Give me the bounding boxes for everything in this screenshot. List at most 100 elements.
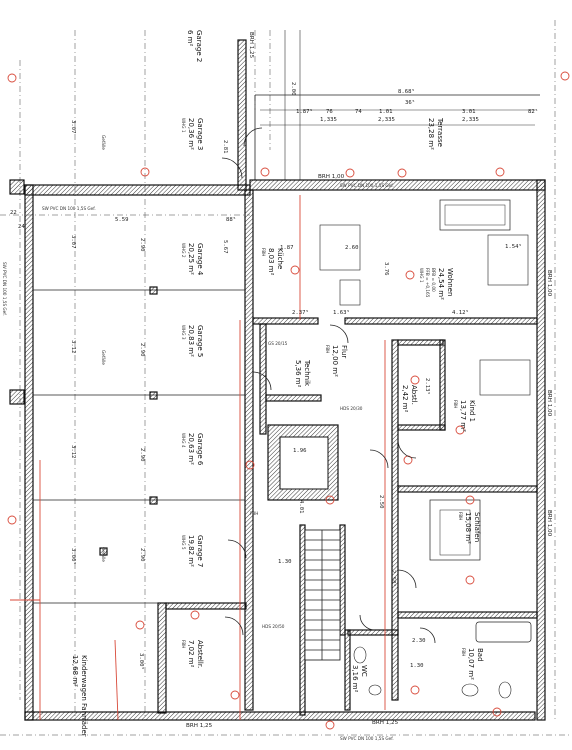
dim-24: 24 [18, 224, 25, 230]
dim-237: 2.37⁵ [292, 309, 309, 316]
dim-260: 2.60 [345, 245, 358, 251]
fbh-corridor: FBH [250, 511, 258, 516]
bath-name: Bad [476, 648, 484, 662]
dimensions: 8.68⁵ 2.00 1.87⁵ 76 74 1.01 36⁵ 3.01 82⁵… [10, 82, 538, 670]
garage5-whg: WHG 3 [181, 325, 186, 340]
dim-187: 1.87⁵ [296, 108, 313, 115]
dim-213: 2.13⁵ [424, 378, 431, 395]
dim-401: 4.01 [298, 500, 304, 513]
dim-22: 22 [10, 210, 17, 216]
dim-154: 1.54⁵ [505, 243, 522, 250]
dim-307b: 3.07 [70, 235, 76, 248]
garage4-name: Garage 4 [196, 243, 204, 276]
dim-2335b: 2,335 [462, 117, 479, 123]
garage7-area: 19,82 m² [187, 535, 195, 567]
living-name: Wohnen [446, 268, 454, 296]
pvc-side: SW PVC DN 100 1,5S Gef. [2, 262, 7, 316]
garage-partitions [9, 179, 245, 604]
corridor-name: Flur [340, 345, 348, 358]
storage2-area: 7,02 m² [187, 640, 195, 668]
dim-187b: 1.87 [280, 245, 293, 251]
dim-307: 3.07 [70, 120, 76, 133]
dim-1335: 1,335 [320, 117, 337, 123]
electrical-symbols [7, 71, 570, 730]
dim-258: 2.58⁵ [390, 570, 397, 587]
dim-312b: 3.12 [70, 445, 76, 458]
garage3-area: 20,36 m² [187, 118, 195, 150]
sleep-area: 15,08 m² [464, 512, 472, 544]
brh-top: BRH 1,00 [318, 174, 345, 180]
dim-365: 36⁵ [405, 99, 415, 106]
dim-130: 1.30 [278, 559, 291, 565]
shaft-3: HDS 20/50 [262, 624, 285, 629]
brh-right-1: BRH 1,00 [546, 270, 552, 297]
living-l3: WHG 1 [419, 268, 424, 283]
pvc-top: SW PVC DN 100 1,5S Gef. [340, 183, 394, 188]
shaft-2: HDS 20/30 [340, 406, 363, 411]
garage2-area: 6 m² [186, 30, 194, 46]
dim-567: 5.67 [222, 240, 228, 253]
storage2-floor: FBH [181, 640, 186, 648]
dim-74: 74 [355, 109, 362, 115]
garage6-whg: WHG 4 [181, 433, 186, 448]
kitchen-name: Küche [276, 248, 284, 269]
bath-floor: FBH [461, 648, 466, 656]
garage7-name: Garage 7 [196, 535, 204, 567]
brh-right-3: BRH 1,00 [546, 510, 552, 537]
dim-412: 4.12⁵ [452, 309, 469, 316]
living-area: 24,54 m² [437, 268, 445, 300]
shaft-1: GS 20/15 [268, 341, 288, 346]
wc-name: WC [360, 665, 368, 677]
living-l2: FFB = +0,165 [425, 268, 430, 298]
garage6-area: 20,63 m² [187, 433, 195, 465]
corridor-floor: FBH [325, 345, 330, 353]
garage5-area: 20,83 m² [187, 325, 195, 357]
dim-300: 3.00⁵ [70, 548, 77, 565]
dim-290b: 2.90 [139, 343, 145, 356]
dim-130b: 1.30 [410, 663, 423, 669]
outer-walls [24, 39, 546, 721]
sleep-name: Schlafen [473, 512, 481, 542]
brh-right-2: BRH 1,00 [546, 390, 552, 417]
terrace-name: Terrasse [436, 117, 444, 147]
child-name: Kind 1 [468, 400, 476, 422]
dim-82: 82⁵ [528, 108, 538, 115]
dim-88: 88⁵ [226, 216, 236, 223]
dim-290c: 2.90 [139, 448, 145, 461]
room-labels: Terrasse 23,28 m² Küche 8,03 m² FBH Wohn… [71, 30, 484, 737]
brh-topleft: BRH 1,25 [248, 32, 254, 59]
kitchen-floor: FBH [261, 248, 266, 256]
dim-101: 1.01 [379, 109, 392, 115]
corridor-area: 12,00 m² [331, 345, 339, 377]
brh-bottom-2: BRH 1,25 [372, 720, 399, 726]
interior-walls [165, 317, 538, 716]
garage6-name: Garage 6 [196, 433, 204, 466]
dim-868: 8.68⁵ [398, 88, 415, 95]
dim-200: 2.00 [290, 82, 296, 95]
garage5-name: Garage 5 [196, 325, 204, 357]
doors [221, 127, 436, 644]
garage4-area: 20,25 m² [187, 243, 195, 275]
pvc-left: SW PVC DN 100 1,5S Gef. [42, 206, 96, 211]
furniture [319, 199, 532, 699]
pvc-bottom: SW PVC DN 100 1,5S Gef. [340, 736, 394, 741]
technik-area: 5,36 m² [294, 360, 302, 388]
garage7-whg: WHG 5 [181, 535, 186, 550]
dim-281: 2.81 [222, 140, 228, 153]
technik-name: Technik [303, 359, 311, 387]
gefaelle-1: Gefälle [101, 135, 106, 150]
annotations: BRH 1,00 BRH 1,00 BRH 1,00 BRH 1,00 BRH … [2, 32, 552, 741]
dim-250: 2.50 [378, 495, 384, 508]
stroller-name: Kinderwagen Fahrräder [80, 655, 88, 737]
bath-area: 10,07 m² [467, 648, 475, 680]
living-l1: BFB = 0,00 [431, 268, 436, 292]
sleep-floor: FBH [458, 512, 463, 520]
dim-76: 76 [326, 109, 333, 115]
dim-559: 5.59 [115, 217, 128, 223]
garage3-name: Garage 3 [196, 118, 204, 150]
dim-230: 2.30 [412, 638, 425, 644]
staircase [304, 529, 341, 661]
dim-290d: 2.90 [139, 548, 145, 561]
storage1-name: Abstl. [410, 385, 418, 405]
